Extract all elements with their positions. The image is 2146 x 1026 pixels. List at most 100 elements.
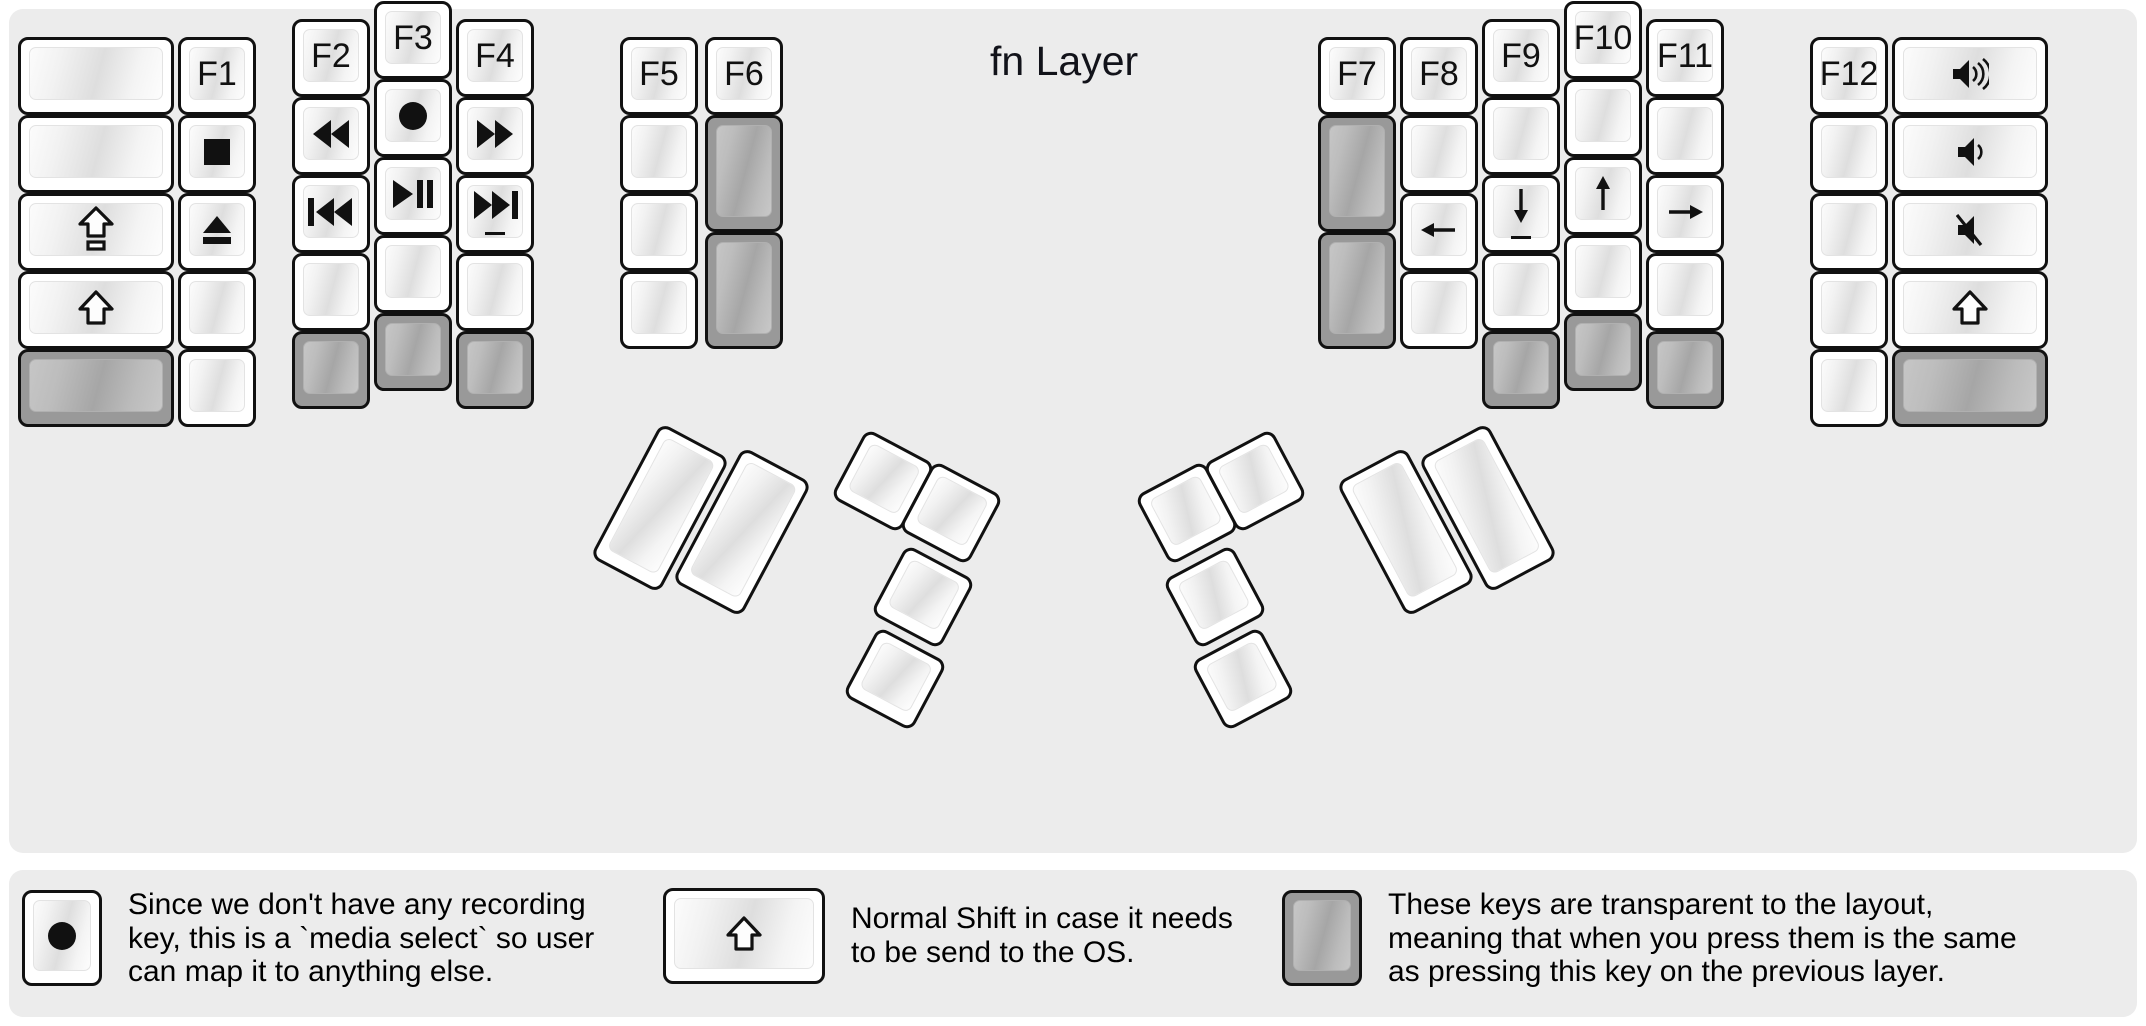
key-left-col-middle-3[interactable] [374,235,452,313]
keycap-surface [1329,242,1385,334]
keycap-legend [202,137,232,167]
keycap-surface: F5 [631,47,687,100]
keycap-surface [1657,185,1713,238]
key-right-col-middle-0[interactable]: F10 [1564,1,1642,79]
keycap-surface [1903,47,2037,100]
key-left-col-pinky-outer-1[interactable] [18,115,174,193]
key-right-col-pinky-2[interactable] [1810,193,1888,271]
keycap-surface [303,185,359,238]
key-right-col-ring-2[interactable] [1646,175,1724,253]
key-right-col-index-2[interactable] [1482,175,1560,253]
key-right-col-index-1[interactable] [1482,97,1560,175]
keycap-surface [1575,245,1631,298]
keycap-surface [1216,442,1291,516]
key-right-col-middle-2[interactable] [1564,157,1642,235]
key-left-col-index-inner-2[interactable] [620,193,698,271]
legend-description-1: Normal Shift in case it needs to be send… [851,902,1233,969]
media-stop-icon [202,137,232,167]
key-right-col-ring-3[interactable] [1646,253,1724,331]
key-right-col-middle-4[interactable] [1564,313,1642,391]
key-right-col-index-0[interactable]: F9 [1482,19,1560,97]
keycap-legend: F3 [393,21,433,55]
keycap-surface [189,125,245,178]
legend-sample-key-0[interactable] [22,890,102,987]
keycap-surface [1493,185,1549,239]
key-right-col-pinky-1[interactable] [1810,115,1888,193]
media-fast-forward-icon [475,118,515,150]
key-right-col-pinky-4[interactable] [1810,349,1888,427]
volume-down-icon [1956,136,1984,168]
keycap-surface [467,263,523,316]
key-left-col-pinky-0[interactable]: F1 [178,37,256,115]
keycap-legend: F2 [311,39,351,73]
key-right-col-index-inner-1[interactable] [1400,115,1478,193]
key-right-col-pinky-outer-4[interactable] [1892,349,2048,427]
keycap-surface [1903,125,2037,178]
key-right-col-index-inner-2[interactable] [1400,193,1478,271]
key-left-col-ring-2[interactable] [292,175,370,253]
keycap-surface: F12 [1820,47,1878,100]
key-left-col-index-inner-3[interactable] [620,271,698,349]
keycap-surface [1411,203,1467,256]
key-left-col-inner-2[interactable] [705,232,783,349]
key-left-col-index-inner-1[interactable] [620,115,698,193]
key-left-col-inner-1[interactable] [705,115,783,232]
key-right-col-middle-3[interactable] [1564,235,1642,313]
key-left-col-middle-2[interactable] [374,157,452,235]
key-right-col-pinky-outer-1[interactable] [1892,115,2048,193]
key-right-col-ring-4[interactable] [1646,331,1724,409]
key-left-col-pinky-outer-2[interactable] [18,193,174,271]
key-right-col-pinky-3[interactable] [1810,271,1888,349]
key-left-col-index-inner-0[interactable]: F5 [620,37,698,115]
key-left-col-ring-0[interactable]: F2 [292,19,370,97]
legend-sample-keycap [674,898,814,969]
key-left-col-ring-1[interactable] [292,97,370,175]
key-right-col-ring-1[interactable] [1646,97,1724,175]
key-left-col-ring-3[interactable] [292,253,370,331]
key-left-col-pinky-4[interactable] [178,349,256,427]
key-left-col-index-2[interactable] [456,175,534,253]
key-right-col-inner-2[interactable] [1318,232,1396,349]
key-left-col-index-3[interactable] [456,253,534,331]
key-left-col-pinky-outer-4[interactable] [18,349,174,427]
key-left-col-middle-0[interactable]: F3 [374,1,452,79]
shift-icon [77,289,115,326]
keycap-surface [1575,89,1631,142]
key-right-col-ring-0[interactable]: F11 [1646,19,1724,97]
key-left-col-pinky-outer-3[interactable] [18,271,174,349]
key-left-col-index-1[interactable] [456,97,534,175]
key-left-col-pinky-3[interactable] [178,271,256,349]
key-left-col-index-0[interactable]: F4 [456,19,534,97]
media-previous-icon [308,196,354,228]
key-left-col-inner-0[interactable]: F6 [705,37,783,115]
key-right-col-pinky-outer-0[interactable] [1892,37,2048,115]
keycap-surface [29,125,163,178]
legend-sample-key-1[interactable] [663,888,825,984]
keycap-label: F6 [724,54,764,93]
key-left-col-ring-4[interactable] [292,331,370,409]
key-right-col-middle-1[interactable] [1564,79,1642,157]
key-left-col-pinky-outer-0[interactable] [18,37,174,115]
key-right-col-inner-1[interactable] [1318,115,1396,232]
key-left-col-middle-4[interactable] [374,313,452,391]
key-left-col-middle-1[interactable] [374,79,452,157]
key-right-col-pinky-0[interactable]: F12 [1810,37,1888,115]
key-left-col-index-4[interactable] [456,331,534,409]
keycap-surface [1657,107,1713,160]
keycap-label: F2 [311,36,351,75]
key-right-col-index-inner-0[interactable]: F8 [1400,37,1478,115]
key-left-col-pinky-1[interactable] [178,115,256,193]
key-right-col-inner-0[interactable]: F7 [1318,37,1396,115]
keycap-legend [1587,174,1619,214]
key-right-col-pinky-outer-2[interactable] [1892,193,2048,271]
keycap-surface [915,474,990,548]
legend-panel [9,870,2137,1017]
key-right-col-index-4[interactable] [1482,331,1560,409]
key-right-col-index-3[interactable] [1482,253,1560,331]
key-right-col-pinky-outer-3[interactable] [1892,271,2048,349]
legend-sample-key-2[interactable] [1282,890,1362,987]
key-right-col-index-inner-3[interactable] [1400,271,1478,349]
keycap-legend [1505,185,1537,239]
key-left-col-pinky-2[interactable] [178,193,256,271]
